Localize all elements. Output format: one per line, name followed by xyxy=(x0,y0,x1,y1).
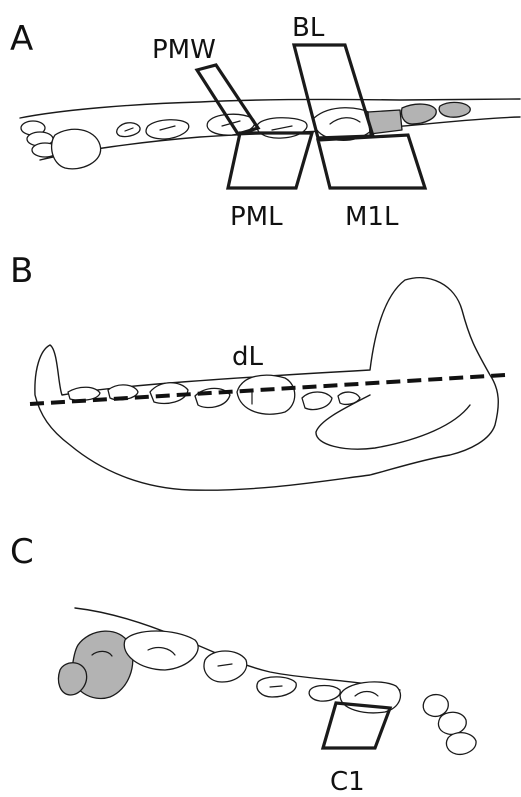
m1l-box xyxy=(318,135,425,188)
masseteric-fossa xyxy=(316,395,470,449)
mandible-drawing xyxy=(30,278,505,491)
premolar-c-4 xyxy=(309,686,340,702)
pml-box xyxy=(228,133,312,188)
pmw-label: PMW xyxy=(152,35,216,65)
lower-tooth-6 xyxy=(302,392,332,410)
pml-label: PML xyxy=(230,202,283,232)
molar-c-3 xyxy=(438,712,466,734)
dl-label: dL xyxy=(232,342,264,372)
molar-a-3-shaded xyxy=(401,104,436,124)
premolar-c-1 xyxy=(124,631,198,670)
premolar-c-2 xyxy=(204,651,247,682)
molar-a-4-shaded xyxy=(439,102,470,117)
panel-a-label: A xyxy=(10,19,33,59)
molar-c-4 xyxy=(446,733,476,755)
panel-c-label: C xyxy=(10,532,34,572)
panel-a: A xyxy=(10,13,520,232)
panel-c: C C1 xyxy=(10,532,476,797)
panel-b: B dL xyxy=(10,251,505,490)
m1l-label: M1L xyxy=(345,202,399,232)
panel-b-label: B xyxy=(10,251,33,291)
molar-a-2-shaded xyxy=(368,110,402,134)
canine-a xyxy=(52,129,101,169)
lower-carnassial xyxy=(237,375,295,414)
c1-label: C1 xyxy=(330,767,365,797)
bl-label: BL xyxy=(292,13,325,43)
panel-c-tooth-row xyxy=(58,608,476,754)
premolar-a-2 xyxy=(146,120,189,139)
